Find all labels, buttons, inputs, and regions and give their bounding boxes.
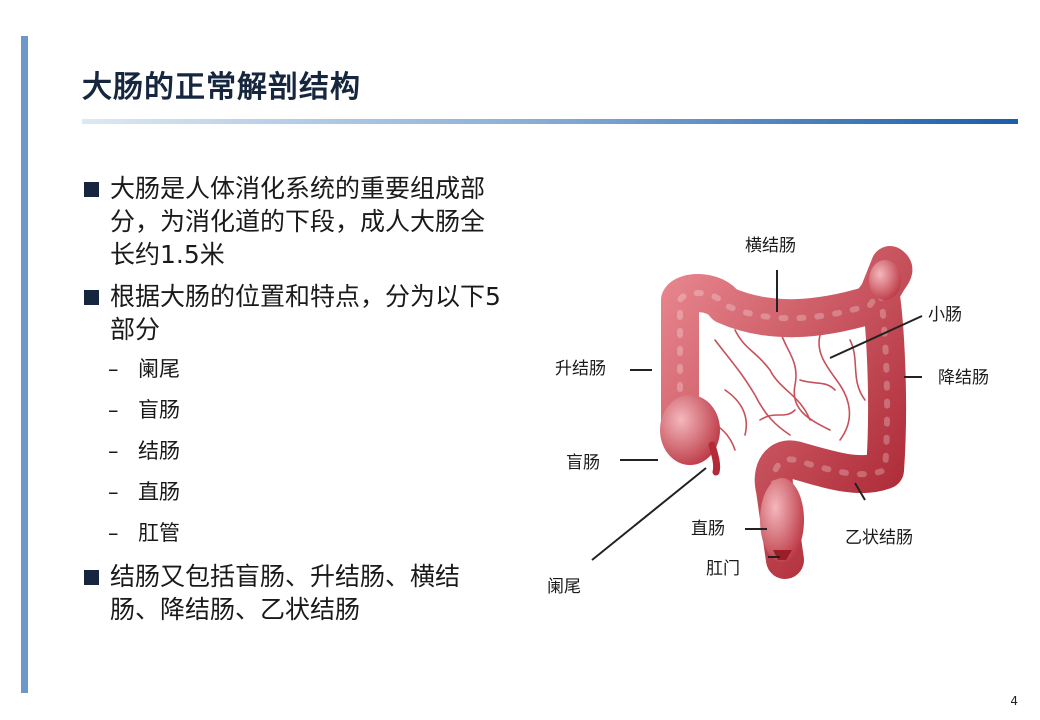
sub-bullet-text: 结肠	[138, 439, 180, 463]
large-intestine-diagram: 横结肠 小肠 升结肠 降结肠 盲肠 直肠 乙状结肠 肛门 阑尾	[540, 220, 1020, 610]
sub-bullet-text: 盲肠	[138, 398, 180, 422]
label-rectum: 直肠	[691, 519, 725, 539]
sub-bullet-text: 直肠	[138, 480, 180, 504]
title-underline	[82, 119, 1018, 124]
page-number: 4	[1010, 694, 1018, 708]
leader-lines	[591, 270, 923, 561]
bullet-list: 大肠是人体消化系统的重要组成部分，为消化道的下段，成人大肠全长约1.5米 根据大…	[84, 172, 504, 635]
sub-bullet-item: – 直肠	[108, 478, 504, 506]
sub-bullet-item: – 结肠	[108, 437, 504, 465]
sub-bullet-text: 阑尾	[138, 357, 180, 381]
sub-bullet-item: – 肛管	[108, 519, 504, 547]
bullet-text: 大肠是人体消化系统的重要组成部分，为消化道的下段，成人大肠全长约1.5米	[110, 174, 486, 269]
label-cecum: 盲肠	[566, 453, 600, 473]
square-bullet-icon	[84, 280, 110, 346]
dash-marker: –	[108, 480, 119, 504]
dash-marker: –	[108, 398, 119, 422]
dash-marker: –	[108, 521, 119, 545]
bullet-text: 根据大肠的位置和特点，分为以下5部分	[110, 282, 501, 344]
left-accent-bar	[21, 36, 28, 693]
sub-bullet-text: 肛管	[138, 521, 180, 545]
bullet-item: 大肠是人体消化系统的重要组成部分，为消化道的下段，成人大肠全长约1.5米	[84, 172, 504, 271]
label-descending-colon: 降结肠	[938, 368, 989, 388]
label-appendix: 阑尾	[547, 577, 581, 597]
sub-bullet-item: – 盲肠	[108, 396, 504, 424]
square-bullet-icon	[84, 172, 110, 271]
label-ascending-colon: 升结肠	[555, 359, 606, 379]
dash-marker: –	[108, 357, 119, 381]
square-bullet-icon	[84, 560, 110, 626]
bullet-item: 结肠又包括盲肠、升结肠、横结肠、降结肠、乙状结肠	[84, 560, 504, 626]
bullet-text: 结肠又包括盲肠、升结肠、横结肠、降结肠、乙状结肠	[110, 562, 461, 624]
dash-marker: –	[108, 439, 119, 463]
slide-title: 大肠的正常解剖结构	[82, 70, 361, 105]
label-small-intestine: 小肠	[928, 305, 962, 325]
small-intestine-vessels	[704, 329, 866, 453]
colon-illustration	[591, 246, 923, 579]
sub-bullet-item: – 阑尾	[108, 355, 504, 383]
label-sigmoid-colon: 乙状结肠	[845, 528, 913, 548]
label-anus: 肛门	[706, 559, 740, 579]
bullet-item: 根据大肠的位置和特点，分为以下5部分	[84, 280, 504, 346]
label-transverse-colon: 横结肠	[745, 236, 796, 256]
